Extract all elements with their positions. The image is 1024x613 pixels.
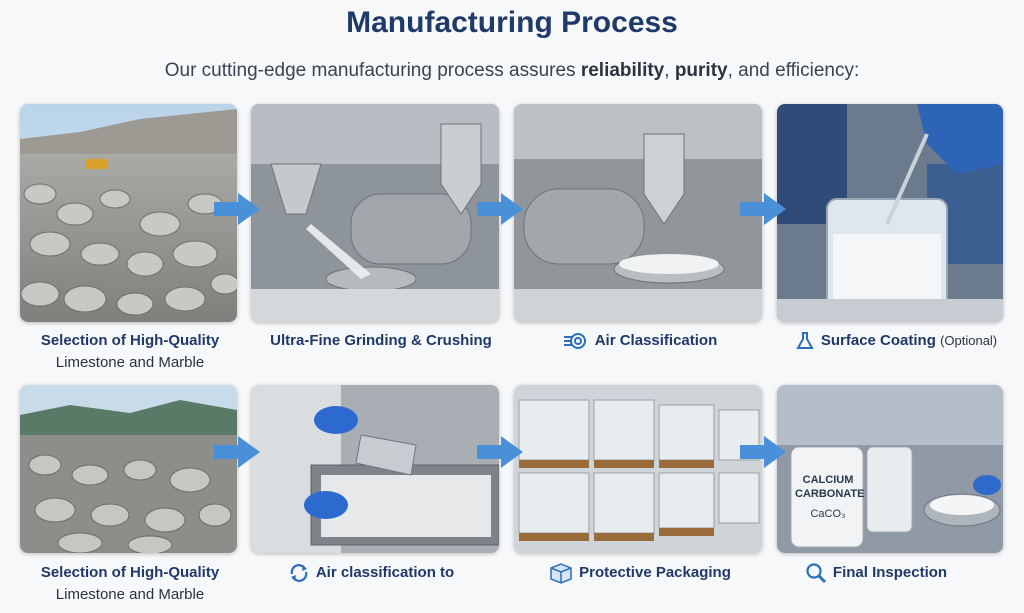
caption-final-inspection: Final Inspection [776, 562, 976, 584]
arrow-icon [214, 436, 260, 468]
surface-coating-image [777, 104, 1003, 322]
bag-label-formula: CaCO₃ [810, 508, 846, 520]
step-label: Selection of High-Quality [40, 332, 220, 349]
recycle-icon [290, 564, 308, 582]
page-title: Manufacturing Process [346, 6, 678, 39]
arrow-icon [477, 436, 523, 468]
flask-icon [796, 332, 814, 350]
page-subtitle: Our cutting-edge manufacturing process a… [0, 60, 1024, 82]
air-classification-image [514, 104, 762, 322]
bag-label-line2: CARBONATE [795, 488, 865, 500]
quarry-image-2 [20, 385, 237, 553]
step-label: Ultra-Fine Grinding & Crushing [270, 332, 492, 349]
bag-label: CALCIUM CARBONATE CaCO₃ [795, 473, 865, 521]
caption-selection-2: Selection of High-Quality Limestone and … [10, 562, 250, 606]
caption-selection-1: Selection of High-Quality Limestone and … [10, 330, 250, 374]
grinding-image [251, 104, 499, 322]
caption-surface-coating: Surface Coating (Optional) [776, 330, 1016, 352]
caption-grinding: Ultra-Fine Grinding & Crushing [251, 330, 511, 352]
step-sublabel: Limestone and Marble [55, 354, 205, 371]
caption-air-classification-to: Air classification to [251, 562, 491, 584]
step-label: Protective Packaging [579, 564, 731, 581]
box-icon [550, 563, 572, 584]
bag-label-line1: CALCIUM [802, 474, 854, 486]
step-label: Surface Coating [820, 332, 936, 349]
step-label: Air Classification [594, 332, 718, 349]
subtitle-text-1: Our cutting-edge manufacturing process a… [164, 60, 581, 81]
arrow-icon [477, 193, 523, 225]
subtitle-text-3: , and efficiency: [727, 60, 860, 81]
step-sublabel: Limestone and Marble [55, 586, 205, 603]
subtitle-text-2: , [664, 60, 675, 81]
magnifier-icon [806, 563, 826, 584]
quarry-image-1 [20, 104, 237, 322]
caption-packaging: Protective Packaging [520, 562, 760, 584]
step-label: Selection of High-Quality [40, 564, 220, 581]
subtitle-bold-purity: purity [674, 60, 728, 81]
final-inspection-image: CALCIUM CARBONATE CaCO₃ [777, 385, 1003, 553]
arrow-icon [740, 436, 786, 468]
arrow-icon [740, 193, 786, 225]
subtitle-bold-reliability: reliability [580, 60, 665, 81]
step-label: Air classification to [315, 564, 455, 581]
caption-air-classification: Air Classification [520, 330, 760, 352]
sifting-image [251, 385, 499, 553]
arrow-icon [214, 193, 260, 225]
step-label: Final Inspection [832, 564, 948, 581]
packaging-image [514, 385, 762, 553]
air-swirl-icon [563, 333, 586, 350]
step-optional-note: (Optional) [940, 333, 998, 348]
